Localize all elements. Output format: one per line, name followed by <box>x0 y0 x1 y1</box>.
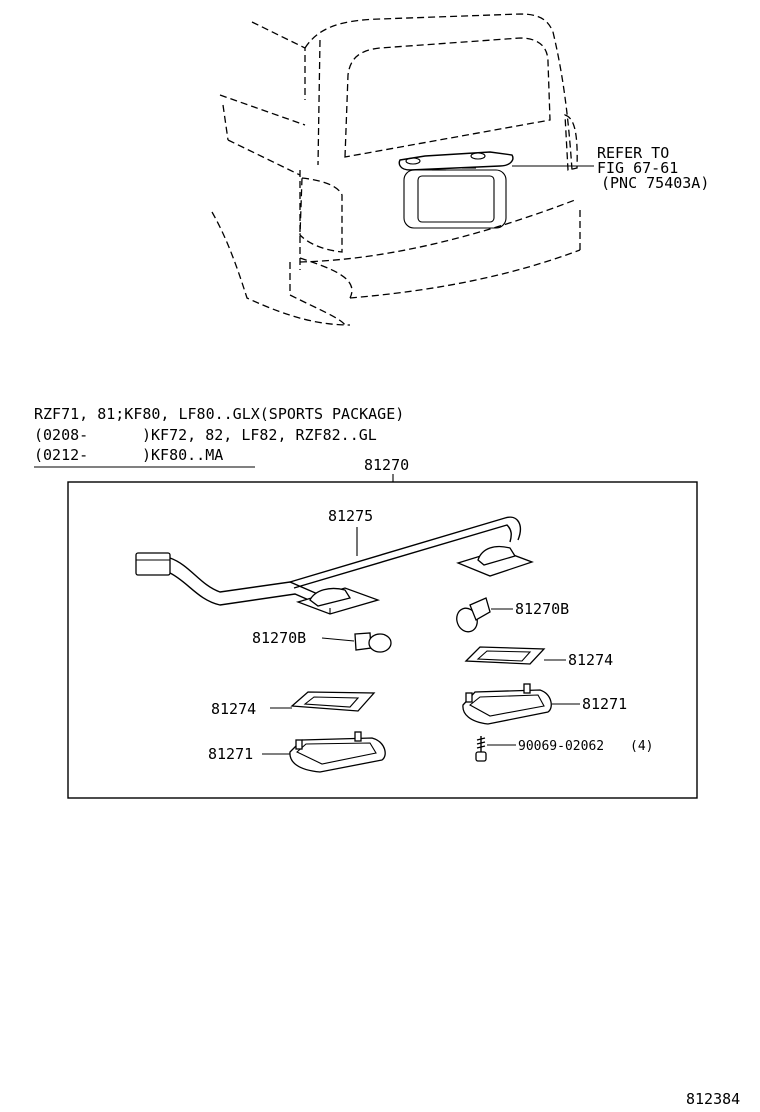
refer-to-line2: FIG 67-61 <box>597 159 678 177</box>
assembly-frame <box>67 481 698 799</box>
label-81275-wire: 81275 <box>328 507 373 525</box>
lamp-socket-right <box>456 545 534 577</box>
applicability-line2-models: )KF72, 82, LF82, RZF82..GL <box>142 426 377 444</box>
refer-to-line3: (PNC 75403A) <box>601 174 709 192</box>
gasket-right <box>464 646 546 665</box>
label-screw-part-number: 90069-02062 <box>518 739 604 754</box>
label-81270B-left: 81270B <box>252 629 306 647</box>
refer-to-line1: REFER TO <box>597 144 669 162</box>
applicability-line1: RZF71, 81;KF80, LF80..GLX(SPORTS PACKAGE… <box>34 405 404 423</box>
label-81270B-right: 81270B <box>515 600 569 618</box>
lamp-socket-left <box>295 587 381 615</box>
cover-right <box>462 683 552 725</box>
cover-left <box>289 731 386 773</box>
bulb-left-leader <box>321 637 355 642</box>
label-81270-assembly: 81270 <box>364 456 409 474</box>
label-81274-left: 81274 <box>211 700 256 718</box>
vehicle-rear-illustration <box>211 13 581 326</box>
applicability-line3-date: (0212- <box>34 446 88 464</box>
wire-harness-81275 <box>135 516 522 606</box>
label-screw-quantity: (4) <box>630 739 653 754</box>
label-81271-left: 81271 <box>208 745 253 763</box>
label-81271-right: 81271 <box>582 695 627 713</box>
applicability-line2-date: (0208- <box>34 426 88 444</box>
screw-icon <box>475 736 487 762</box>
bulb-right <box>456 597 491 633</box>
gasket-left <box>290 691 376 712</box>
applicability-line3-models: )KF80..MA <box>142 446 223 464</box>
bulb-left <box>354 632 392 653</box>
label-81274-right: 81274 <box>568 651 613 669</box>
diagram-id: 812384 <box>686 1090 740 1108</box>
